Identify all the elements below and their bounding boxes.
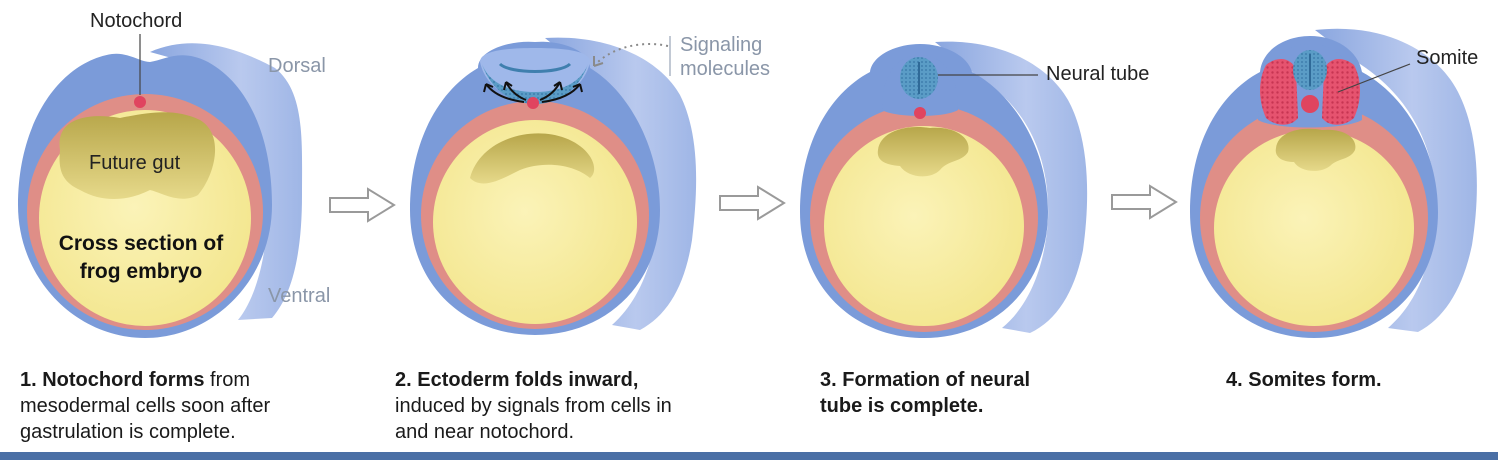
caption-2-line-3: and near notochord. (395, 421, 575, 443)
caption-1-bold: 1. Notochord forms (20, 369, 205, 391)
caption-2-line-1: 2. Ectoderm folds inward, (395, 367, 672, 393)
embryo-1 (18, 34, 303, 339)
embryo-2-notochord (527, 97, 539, 109)
embryo-4-notochord (1301, 95, 1319, 113)
caption-step-4: 4. Somites form. (1226, 367, 1382, 393)
signal-arrow-right-outer (541, 83, 581, 103)
signaling-line-1: Signaling (680, 34, 763, 56)
embryo-4-somite-right (1322, 58, 1360, 125)
embryo-4-gut (1275, 128, 1356, 171)
embryo-2-neural-plate-top (480, 48, 590, 100)
signaling-pointer-head (593, 56, 604, 67)
signal-arrowhead-right-inner (553, 81, 563, 91)
embryo-3-side (935, 41, 1088, 333)
somite-leader-line (1337, 63, 1411, 93)
step-arrow-1 (329, 187, 396, 223)
embryo-2-neural-groove (498, 62, 572, 73)
embryo-3-yolk (824, 126, 1024, 326)
caption-3-line-1: 3. Formation of neural (820, 367, 1030, 393)
signaling-molecules-label: Signaling molecules (680, 33, 770, 81)
step-arrow-3 (1111, 184, 1178, 220)
future-gut-label: Future gut (89, 152, 181, 174)
embryo-2-gut (470, 133, 595, 184)
neural-tube-label: Neural tube (1046, 63, 1150, 85)
embryo-4-yolk (1214, 130, 1414, 326)
embryo-4 (1190, 28, 1477, 338)
embryo-2 (410, 36, 697, 336)
ventral-label: Ventral (268, 285, 331, 307)
embryo-3-gut (877, 126, 969, 177)
caption-step-1: 1. Notochord forms from mesodermal cells… (20, 367, 270, 445)
caption-step-3: 3. Formation of neural tube is complete. (820, 367, 1030, 419)
signal-arrowhead-left-outer (483, 83, 494, 93)
signal-arrowhead-left-inner (503, 81, 513, 91)
cross-section-line-2: frog embryo (79, 260, 203, 283)
caption-3-bold-1: 3. Formation of neural (820, 369, 1031, 391)
caption-2-line-2: induced by signals from cells in (395, 395, 672, 417)
somite-label: Somite (1416, 47, 1479, 69)
cross-section-label: Cross section of frog embryo (46, 230, 236, 286)
embryo-1-future-gut (59, 112, 216, 200)
caption-step-2: 2. Ectoderm folds inward, induced by sig… (395, 367, 672, 445)
caption-3-line-2: tube is complete. (820, 393, 1030, 419)
caption-2-bold: 2. Ectoderm folds inward, (395, 369, 639, 391)
embryo-1-side (150, 43, 303, 321)
caption-1-line-3: gastrulation is complete. (20, 421, 236, 443)
signal-arrow-right-inner (539, 81, 561, 101)
embryo-4-side (1315, 28, 1477, 333)
signal-arrow-left-outer (485, 83, 525, 103)
caption-3-bold-2: tube is complete. (820, 395, 984, 417)
caption-4-line-1: 4. Somites form. (1226, 367, 1382, 393)
caption-1-line-2: mesodermal cells soon after (20, 395, 271, 417)
dorsal-label: Dorsal (268, 55, 326, 77)
notochord-label: Notochord (90, 10, 183, 32)
caption-1-rest: from (204, 369, 251, 391)
embryo-3-notochord (914, 107, 926, 119)
embryo-4-somite-left (1260, 58, 1298, 125)
embryo-2-side (545, 37, 697, 331)
embryo-2-neural-plate (482, 64, 588, 104)
step-arrow-2 (719, 185, 786, 221)
signaling-line-2: molecules (680, 58, 771, 80)
embryo-3 (800, 41, 1088, 338)
caption-4-bold: 4. Somites form. (1226, 369, 1382, 391)
signal-arrowhead-right-outer (572, 83, 583, 93)
caption-1-line-1: 1. Notochord forms from (20, 367, 270, 393)
cross-section-line-1: Cross section of (58, 232, 224, 255)
embryo-1-notochord (134, 96, 146, 108)
signaling-dotted-pointer (593, 43, 669, 67)
signal-arrow-left-inner (505, 81, 527, 101)
bottom-bar (0, 452, 1498, 460)
